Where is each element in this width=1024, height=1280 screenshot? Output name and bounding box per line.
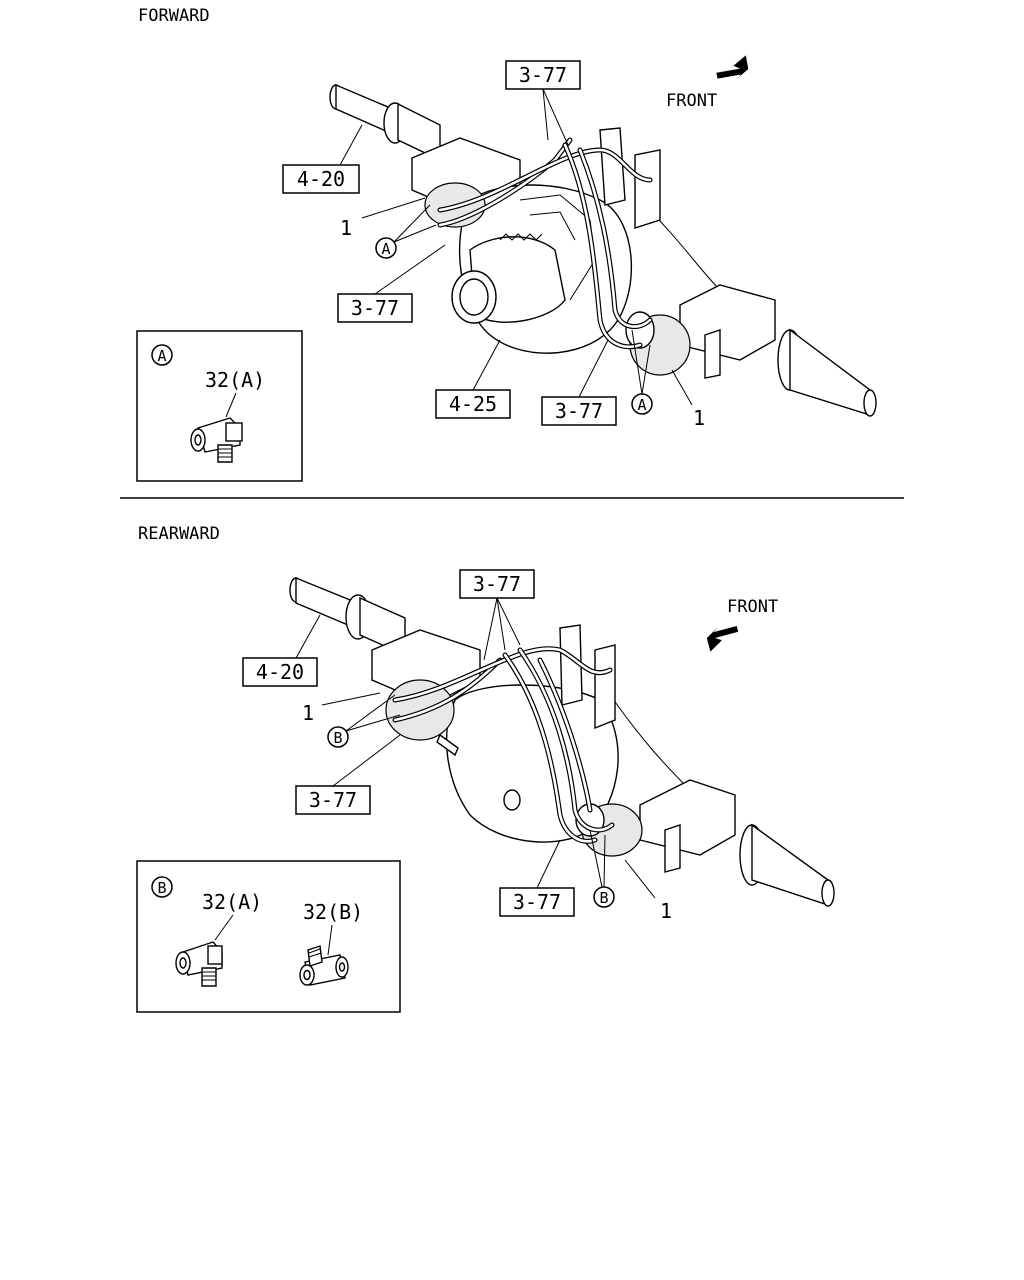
elbow-fitting-icon: [175, 941, 223, 987]
circle-b-left: [327, 726, 349, 748]
callout-3-77-bottom: 3-77: [513, 890, 561, 914]
detail-a-letter: A: [157, 347, 166, 365]
callout-box-4-25: [435, 389, 511, 419]
callout-3-77-left: 3-77: [351, 296, 399, 320]
callout-item-1-left: 1: [340, 216, 352, 240]
detail-b-part-b-label: 32(B): [303, 900, 363, 924]
elbow-fitting-icon: [190, 417, 243, 463]
front-arrow-icon: [706, 625, 739, 652]
detail-a-part-label: 32(A): [205, 368, 265, 392]
callout-4-20: 4-20: [256, 660, 304, 684]
forward-front-label: FRONT: [666, 91, 717, 111]
rearward-title: REARWARD: [138, 524, 220, 544]
rearward-hoses: [392, 646, 615, 844]
circle-a-right-letter: A: [637, 396, 646, 414]
circle-b-left-letter: B: [333, 729, 342, 747]
detail-b-box: B 32(A) 32(B): [136, 860, 401, 1013]
callout-box-3-77-left: [337, 293, 413, 323]
forward-callouts: 3-77 4-20 1 A 3-77 4-25 3-77 A 1: [282, 60, 705, 430]
tee-fitting-icon: [299, 945, 349, 986]
callout-box-4-20: [282, 164, 360, 194]
callout-box-3-77-bottom: [541, 396, 617, 426]
detail-b-letter: B: [157, 879, 166, 897]
callout-4-25: 4-25: [449, 392, 497, 416]
callout-box-3-77-left: [295, 785, 371, 815]
callout-3-77-top: 3-77: [519, 63, 567, 87]
callout-3-77-top: 3-77: [473, 572, 521, 596]
forward-title: FORWARD: [138, 6, 210, 26]
rearward-front-label: FRONT: [727, 597, 778, 617]
rearward-axle-assembly: [289, 576, 835, 907]
detail-a-box: A 32(A): [136, 330, 303, 482]
callout-item-1-left: 1: [302, 701, 314, 725]
forward-hoses: [437, 137, 653, 350]
callout-3-77-left: 3-77: [309, 788, 357, 812]
circle-b-right-letter: B: [599, 889, 608, 907]
callout-item-1-right: 1: [660, 899, 672, 923]
callout-box-3-77-top: [459, 569, 535, 599]
callout-box-3-77-bottom: [499, 887, 575, 917]
callout-3-77-bottom: 3-77: [555, 399, 603, 423]
rearward-callouts: 3-77 4-20 1 B 3-77 3-77 B 1: [242, 569, 672, 923]
circle-a-left-letter: A: [381, 240, 390, 258]
detail-b-part-a-label: 32(A): [202, 890, 262, 914]
callout-item-1-right: 1: [693, 406, 705, 430]
forward-axle-assembly: [329, 83, 877, 417]
rearward-section: REARWARD FRONT: [136, 524, 835, 1013]
callout-box-3-77-top: [505, 60, 581, 90]
front-arrow-icon: [716, 55, 749, 80]
circle-a-left: [375, 237, 397, 259]
callout-4-20: 4-20: [297, 167, 345, 191]
callout-box-4-20: [242, 657, 318, 687]
forward-section: FORWARD FRONT: [136, 6, 877, 482]
